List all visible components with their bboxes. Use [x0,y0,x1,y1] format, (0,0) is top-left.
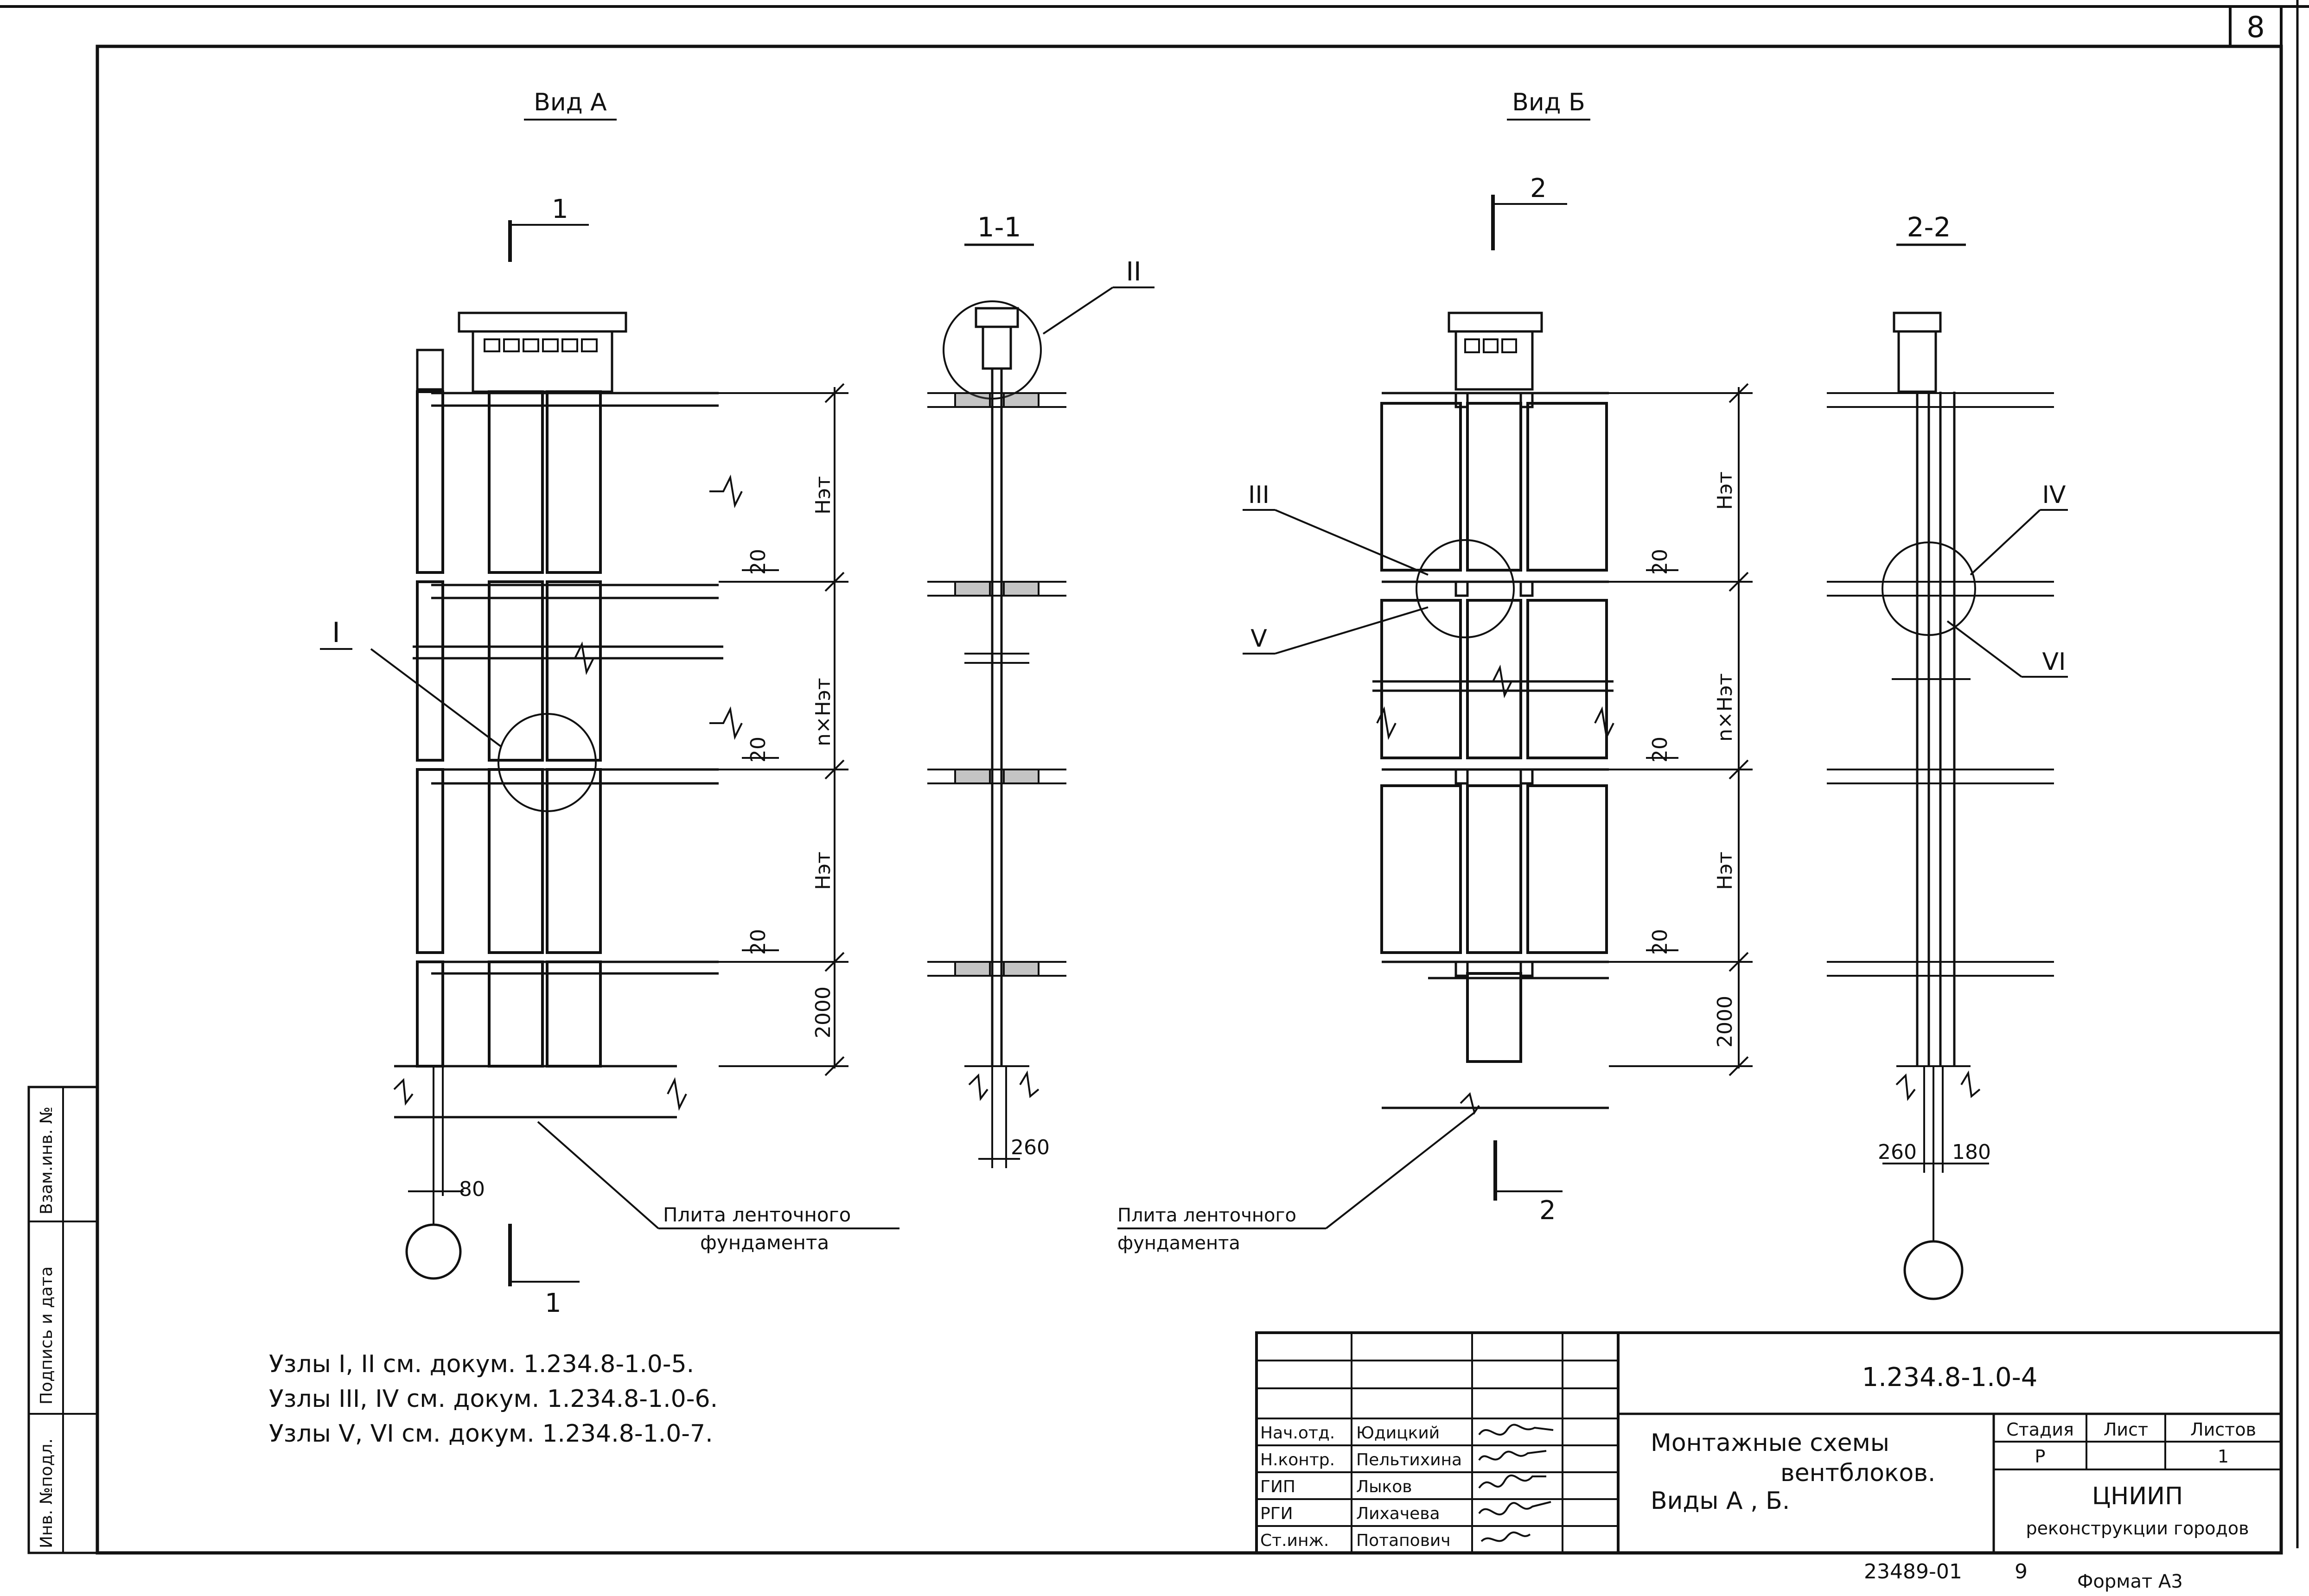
view-a-bottom-circle [405,1223,462,1280]
note-1: Узлы I, II см. докум. 1.234.8-1.0-5. [269,1350,694,1378]
stage-value: Р [2035,1446,2046,1467]
node-iii-label: III [1248,481,1269,509]
sheet-frame: 8 [0,0,2309,1555]
doc-title-line2: вентблоков. [1780,1459,1935,1487]
org-line1: ЦНИИП [2092,1482,2183,1510]
dim-1-1-wall: 260 [1011,1136,1050,1159]
sheet-label: Лист [2104,1419,2148,1440]
dim-a-gap-1: 20 [746,549,770,575]
dim-b-floor-2: Нэт [1713,852,1737,890]
sig-role-3: ГИП [1260,1477,1295,1496]
node-i-circle [498,713,597,812]
sheets-label: Листов [2190,1419,2256,1440]
sig-name-5: Потапович [1356,1531,1451,1550]
dim-a-gap-3: 20 [746,929,770,955]
dim-a-floor-1: Нэт [811,476,835,515]
foundation-b-line1: Плита ленточного [1117,1205,1296,1226]
node-iv-circle [1882,541,1976,636]
section-2-2: 2-2 260 1 [1827,211,2068,1300]
section-2-2-title: 2-2 [1907,211,1951,243]
format-label: Формат А3 [2077,1571,2183,1592]
foundation-a-line1: Плита ленточного [663,1203,851,1226]
cut-2-bottom: 2 [1539,1195,1556,1226]
dim-b-gap-1: 20 [1648,549,1672,575]
sig-name-4: Лихачева [1356,1504,1440,1523]
page-number: 8 [2246,10,2264,44]
title-block: Нач.отд. Юдицкий Н.контр. Пельтихина ГИП… [1255,1331,2283,1554]
side-stamp-replace-inv: Взам.инв. № [37,1106,56,1214]
node-vi-label: VI [2042,648,2066,676]
side-stamp: Взам.инв. № Подпись и дата Инв. №подл. [27,1086,99,1554]
dim-a-n-floor: n×Нэт [811,678,835,746]
sig-name-1: Юдицкий [1356,1424,1440,1443]
node-i-label: I [332,617,340,649]
section-2-2-bottom-circle [1903,1240,1964,1300]
cut-1-bottom: 1 [545,1288,561,1318]
dim-a-offset: 80 [459,1177,485,1201]
sig-name-3: Лыков [1356,1477,1412,1496]
vent-cap-a [458,312,627,333]
node-iv-label: IV [2042,481,2066,509]
dim-a-base: 2000 [811,986,835,1038]
side-stamp-sign-date: Подпись и дата [37,1266,56,1405]
archive-number: 23489-01 [1864,1560,1962,1583]
doc-title-line1: Монтажные схемы [1651,1429,1889,1457]
view-a-dimensions [719,383,848,1076]
foundation-a-line2: фундамента [700,1231,829,1254]
foundation-b-line2: фундамента [1117,1233,1240,1254]
org-line2: реконструкции городов [2026,1518,2249,1539]
dim-b-gap-3: 20 [1648,929,1672,955]
sig-role-2: Н.контр. [1260,1450,1335,1469]
note-2: Узлы III, IV см. докум. 1.234.8-1.0-6. [269,1385,718,1413]
view-a-blocks [416,390,602,1068]
view-b: Вид Б 2 [1117,89,1753,1254]
node-iii-circle [1416,539,1515,638]
section-1-1: 1-1 II [927,211,1154,1168]
section-1-1-title: 1-1 [977,211,1021,243]
sig-role-5: Ст.инж. [1260,1531,1329,1550]
sig-role-1: Нач.отд. [1260,1424,1335,1443]
view-a: Вид А 1 [320,89,899,1318]
note-3: Узлы V, VI см. докум. 1.234.8-1.0-7. [269,1420,713,1448]
stage-label: Стадия [2006,1419,2074,1440]
cut-2-top: 2 [1530,173,1547,203]
signature-marks [1478,1424,1554,1542]
dim-2-2-wall-260: 260 [1878,1140,1917,1164]
sig-role-4: РГИ [1260,1504,1293,1523]
dim-a-gap-2: 20 [746,737,770,763]
dim-b-n-floor: n×Нэт [1713,673,1737,742]
vent-cap-b [1448,312,1543,333]
sig-name-2: Пельтихина [1356,1450,1462,1469]
dim-2-2-wall-180: 180 [1952,1140,1991,1164]
dim-b-base: 2000 [1713,996,1737,1048]
cut-1-top: 1 [552,194,568,224]
view-b-title: Вид Б [1512,89,1585,116]
dim-b-floor-1: Нэт [1713,471,1737,510]
view-a-title: Вид А [534,89,607,116]
doc-title-line3: Виды А , Б. [1651,1487,1790,1515]
notes: Узлы I, II см. докум. 1.234.8-1.0-5. Узл… [269,1350,718,1448]
doc-code: 1.234.8-1.0-4 [1862,1362,2038,1393]
dim-a-floor-2: Нэт [811,852,835,890]
side-stamp-inv-orig: Инв. №подл. [37,1438,56,1548]
archive-copy: 9 [2015,1560,2028,1583]
view-b-blocks [1380,402,1608,1063]
node-ii-label: II [1126,257,1141,287]
sheets-value: 1 [2218,1446,2229,1467]
dim-b-gap-2: 20 [1648,737,1672,763]
view-b-dimensions [1609,383,1753,1076]
node-v-label: V [1250,625,1267,653]
